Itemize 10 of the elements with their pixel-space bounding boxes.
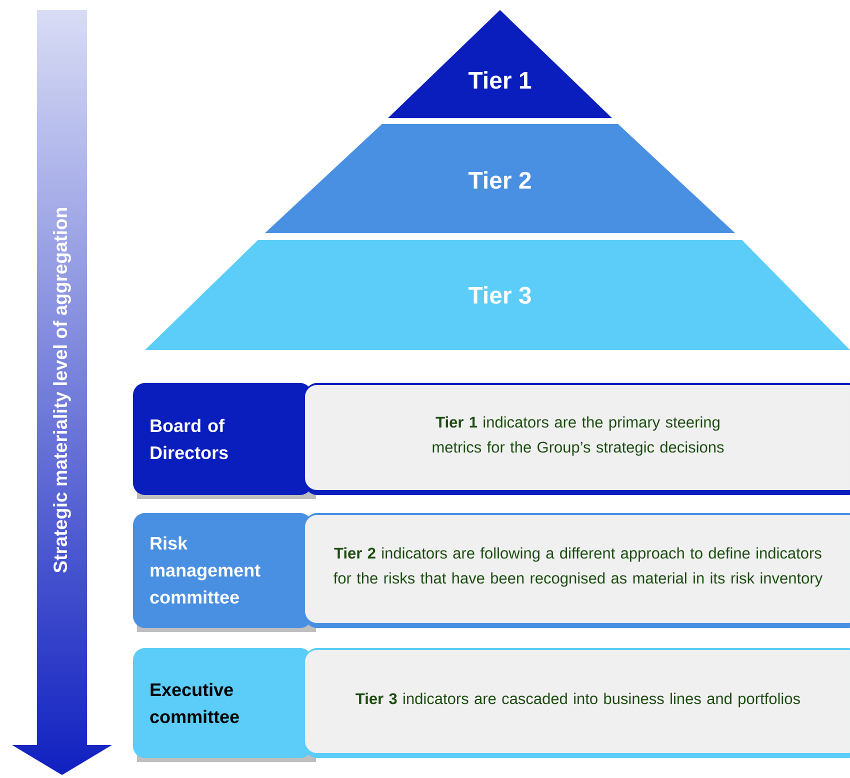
committee-tab: Risk management committee: [133, 513, 316, 632]
axis-label: Strategic materiality level of aggregation: [53, 208, 71, 573]
description-card: Tier 1 indicators are the primary steering metrics for the Group’s strategic decisions: [305, 383, 850, 495]
committee-tab: Board of Directors: [133, 383, 316, 499]
description-card: Tier 3 indicators are cascaded into business lines and portfolios: [305, 648, 850, 758]
committee-tab: Executive committee: [133, 648, 316, 762]
pyramid-tier: Tier 1: [388, 10, 612, 118]
pyramid-tier: Tier 3: [145, 240, 850, 350]
description-card: Tier 2 indicators are following a different approach to define indicators for the risks that have been recognised as material in its risk inventory: [305, 513, 850, 628]
pyramid-tier: Tier 2: [265, 124, 735, 233]
